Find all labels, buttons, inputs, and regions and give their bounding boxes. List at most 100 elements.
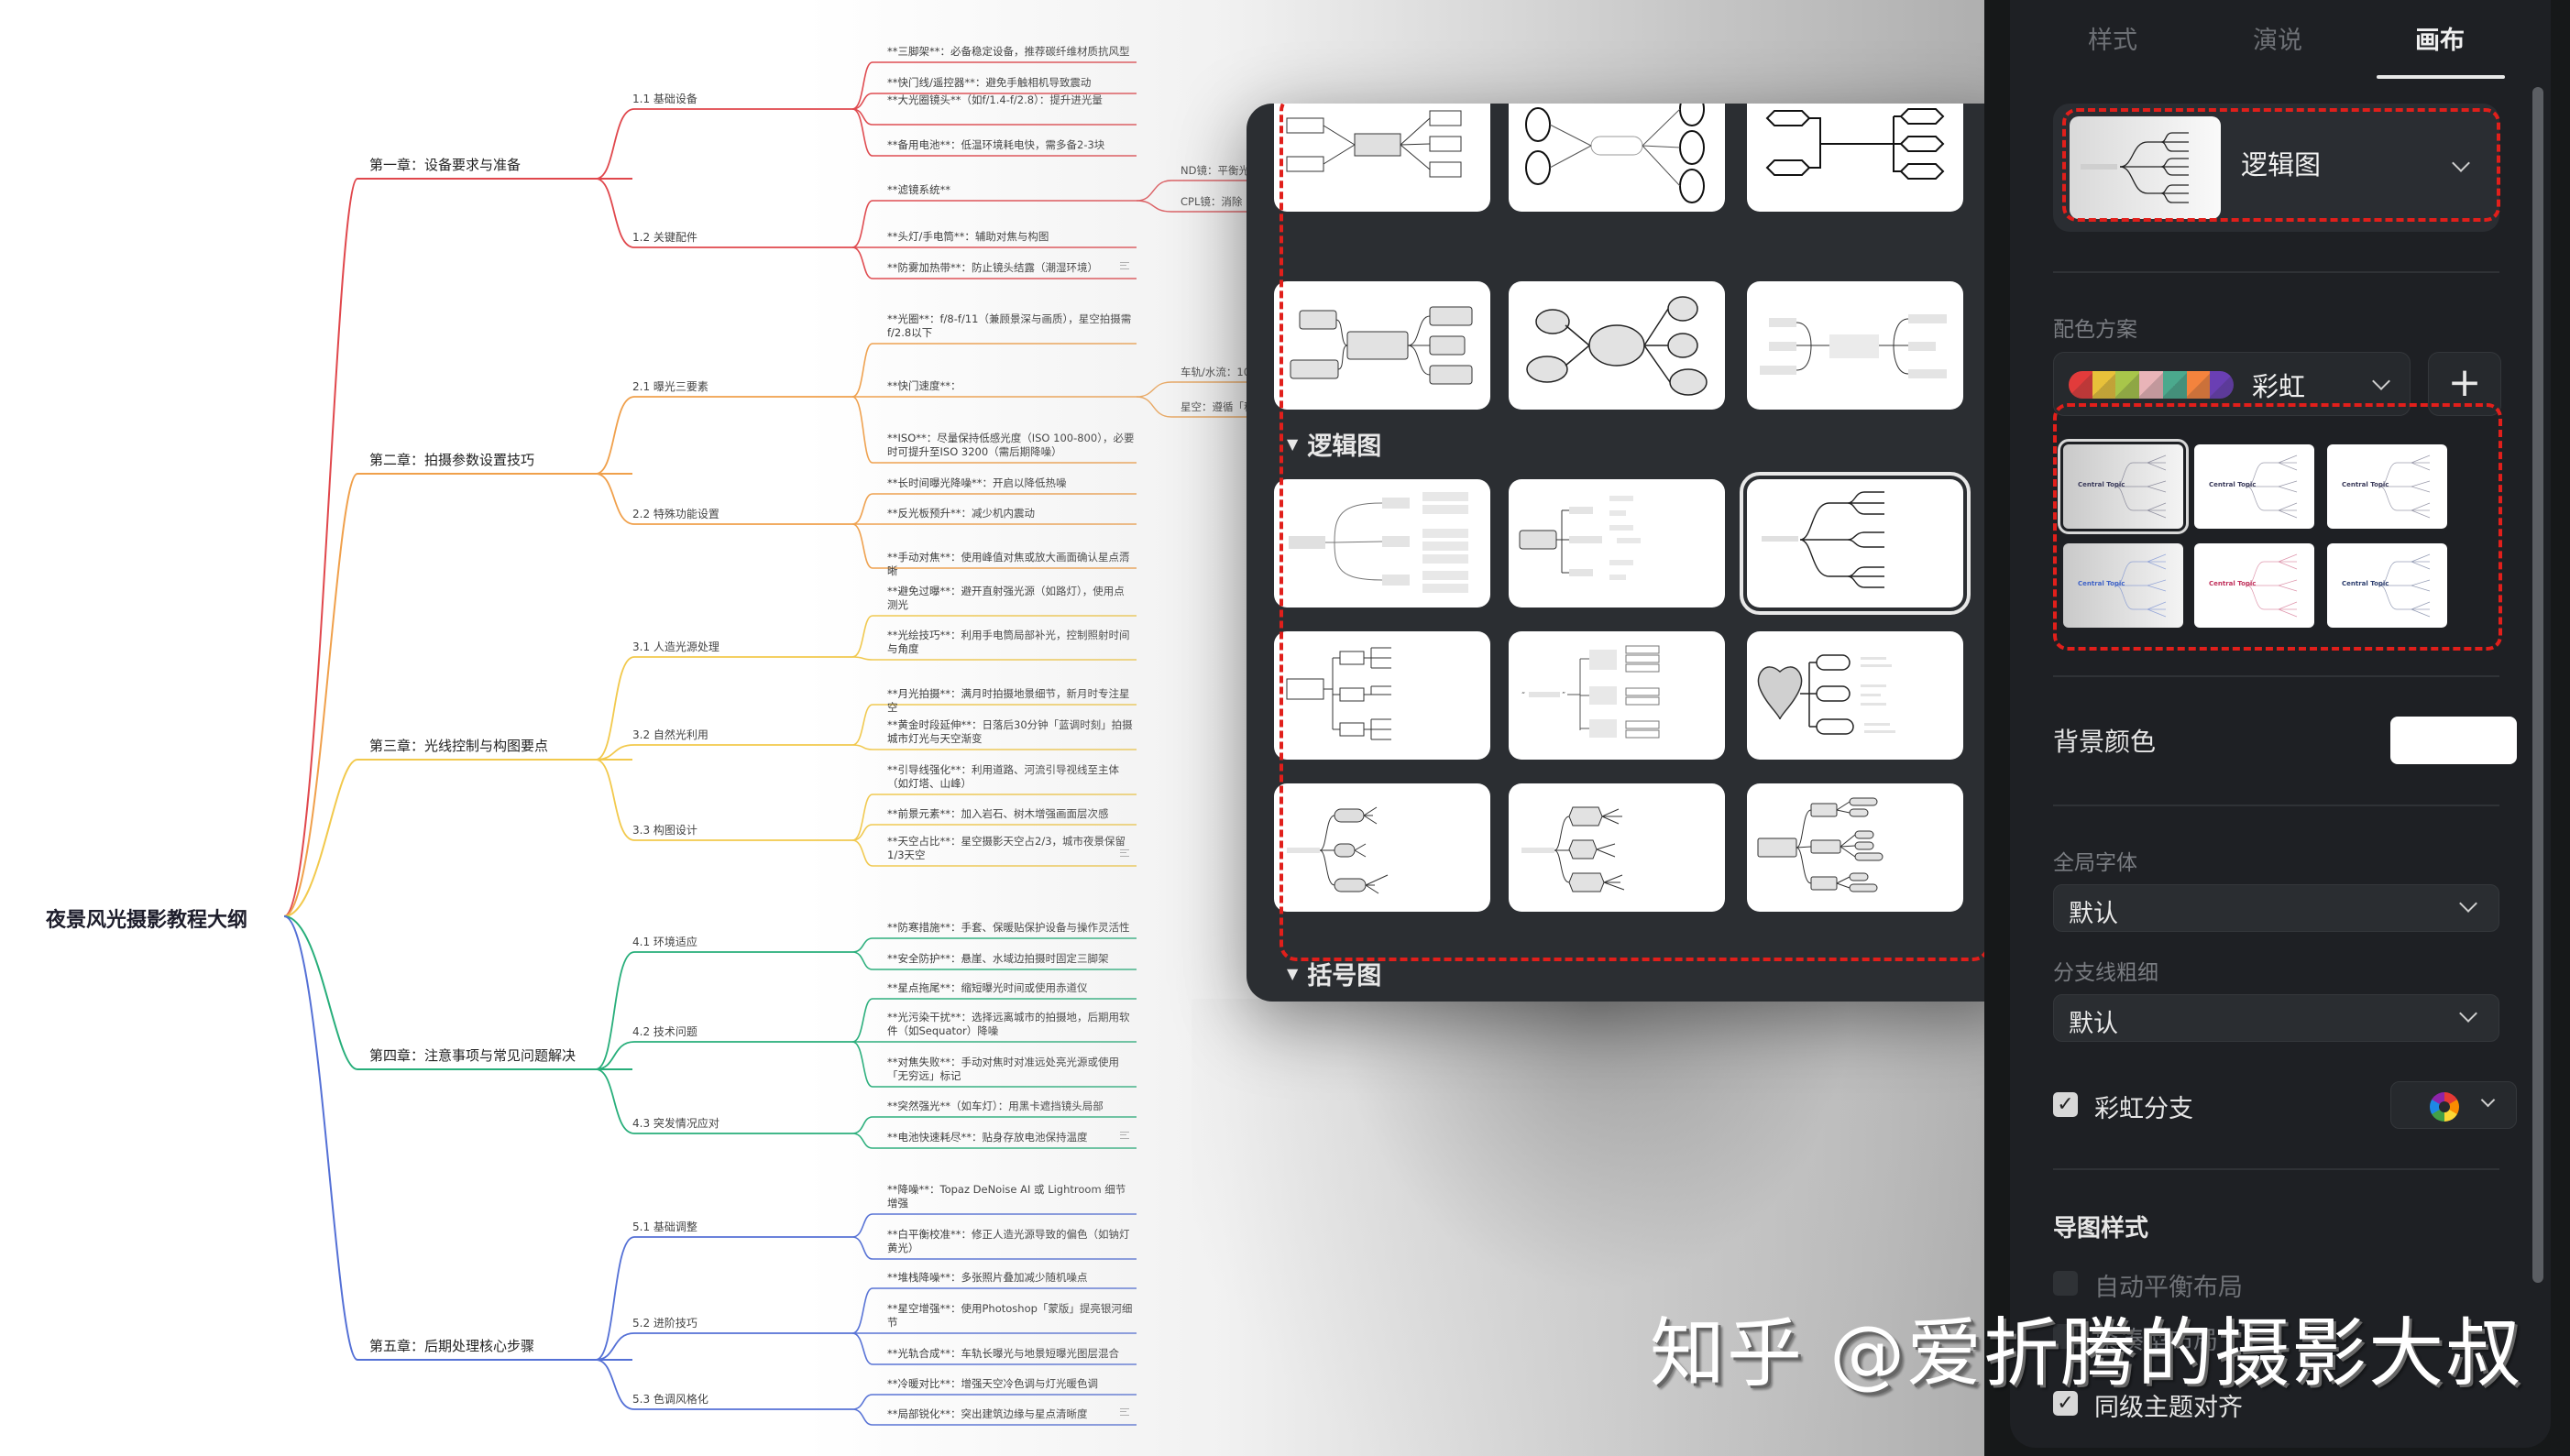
leaf-topic[interactable]: **月光拍摄**：满月时拍摄地景细节，新月时专注星空: [887, 687, 1130, 714]
global-font-select[interactable]: 默认: [2053, 884, 2499, 932]
leaf-topic[interactable]: **手动对焦**：使用峰值对焦或放大画面确认星点清晰: [887, 551, 1130, 577]
template-thumbnail[interactable]: [1509, 104, 1725, 212]
leaf-topic[interactable]: **突然强光**（如车灯）：用黑卡遮挡镜头局部: [887, 1100, 1104, 1112]
color-theme-option[interactable]: Central Topic: [2194, 444, 2314, 529]
leaf-topic[interactable]: **快门速度**：: [887, 379, 961, 392]
template-thumbnail[interactable]: [1747, 104, 1963, 212]
note-icon[interactable]: [1120, 552, 1129, 559]
leaf-topic[interactable]: **星空增强**：使用Photoshop「蒙版」提亮银河细节: [887, 1302, 1133, 1329]
leaf-topic[interactable]: **降噪**：Topaz DeNoise AI 或 Lightroom 细节增强: [887, 1183, 1126, 1210]
leaf-topic[interactable]: **星点拖尾**：缩短曝光时间或使用赤道仪: [887, 981, 1088, 994]
leaf-topic[interactable]: **三脚架**：必备稳定设备，推荐碳纤维材质抗风型: [887, 45, 1130, 58]
background-color-swatch[interactable]: [2390, 717, 2517, 764]
section-topic[interactable]: 4.1 环境适应: [632, 936, 697, 948]
leaf-topic[interactable]: **天空占比**：星空摄影天空占2/3，城市夜景保留1/3天空: [887, 835, 1126, 861]
template-thumbnail[interactable]: [1747, 631, 1963, 760]
leaf-topic[interactable]: **快门线/遥控器**：避免手触相机导致震动: [887, 76, 1092, 89]
root-topic[interactable]: 夜景风光摄影教程大纲: [46, 909, 248, 932]
leaf-topic[interactable]: **头灯/手电筒**：辅助对焦与构图: [887, 230, 1049, 243]
section-header-logic-chart[interactable]: ▼ 逻辑图: [1287, 426, 1381, 462]
note-icon[interactable]: [1120, 1132, 1129, 1139]
section-topic[interactable]: 3.1 人造光源处理: [632, 640, 719, 653]
chapter-topic[interactable]: 第四章：注意事项与常见问题解决: [369, 1047, 577, 1064]
section-topic[interactable]: 2.1 曝光三要素: [632, 380, 708, 393]
chapter-topic[interactable]: 第二章：拍摄参数设置技巧: [369, 452, 535, 468]
rainbow-branch-color-select[interactable]: [2390, 1081, 2517, 1129]
leaf-topic[interactable]: **避免过曝**：避开直射强光源（如路灯），使用点测光: [887, 585, 1125, 611]
leaf-topic[interactable]: **大光圈镜头**（如f/1.4-f/2.8）：提升进光量: [887, 93, 1103, 106]
chapter-topic[interactable]: 第三章：光线控制与构图要点: [369, 738, 549, 754]
note-icon[interactable]: [1120, 262, 1129, 269]
section-header-bracket-chart[interactable]: ▼ 括号图: [1287, 956, 1381, 991]
color-theme-option[interactable]: Central Topic: [2058, 439, 2189, 534]
rainbow-branch-checkbox[interactable]: ✓: [2053, 1092, 2078, 1117]
section-topic[interactable]: 1.2 关键配件: [632, 231, 697, 244]
leaf-topic[interactable]: **安全防护**：悬崖、水域边拍摄时固定三脚架: [887, 952, 1109, 965]
sidebar-scrollbar[interactable]: [2532, 87, 2543, 1283]
section-topic[interactable]: 5.3 色调风格化: [632, 1393, 708, 1406]
section-topic[interactable]: 1.1 基础设备: [632, 93, 697, 105]
template-thumbnail[interactable]: [1747, 783, 1963, 912]
template-thumbnail[interactable]: [1509, 281, 1725, 410]
template-thumbnail[interactable]: [1747, 281, 1963, 410]
leaf-topic[interactable]: **光轨合成**：车轨长曝光与地景短曝光图层混合: [887, 1347, 1119, 1360]
tab-presentation[interactable]: 演说: [2253, 27, 2302, 55]
leaf-topic[interactable]: **滤镜系统**: [887, 183, 950, 196]
template-thumbnail[interactable]: [1509, 479, 1725, 608]
leaf-topic[interactable]: **光圈**：f/8-f/11（兼顾景深与画质），星空拍摄需f/2.8以下: [887, 312, 1132, 339]
compact-layout-label: 紧凑型布局: [2094, 1327, 2218, 1355]
color-theme-option[interactable]: Central Topic: [2194, 543, 2314, 628]
color-theme-option[interactable]: Central Topic: [2327, 543, 2447, 628]
align-siblings-checkbox[interactable]: ✓: [2053, 1391, 2078, 1416]
template-thumbnail[interactable]: [1274, 479, 1490, 608]
sidebar-tabs: 样式 演说 画布: [2010, 0, 2551, 82]
section-topic[interactable]: 2.2 特殊功能设置: [632, 508, 719, 520]
tab-style[interactable]: 样式: [2088, 27, 2137, 55]
central-topic-label: Central Topic: [2342, 580, 2389, 587]
template-thumbnail[interactable]: [1740, 472, 1971, 615]
leaf-topic[interactable]: **引导线强化**：利用道路、河流引导视线至主体（如灯塔、山峰）: [887, 763, 1119, 790]
leaf-topic[interactable]: **堆栈降噪**：多张照片叠加减少随机噪点: [887, 1271, 1088, 1284]
template-thumbnail[interactable]: “”: [1509, 631, 1725, 760]
leaf-topic[interactable]: **对焦失败**：手动对焦时对准远处亮光源或使用「无穷远」标记: [887, 1056, 1119, 1082]
note-icon[interactable]: [1120, 849, 1129, 857]
central-topic-label: Central Topic: [2078, 580, 2125, 587]
leaf-topic[interactable]: **黄金时段延伸**：日落后30分钟「蓝调时刻」拍摄城市灯光与天空渐变: [887, 718, 1133, 745]
leaf-topic[interactable]: **光绘技巧**：利用手电筒局部补光，控制照射时间与角度: [887, 629, 1130, 655]
color-theme-option[interactable]: Central Topic: [2063, 543, 2183, 628]
color-theme-grid: Central Topic Central Topic Central Topi…: [2049, 403, 2508, 651]
leaf-topic[interactable]: **防寒措施**：手套、保暖贴保护设备与操作灵活性: [887, 921, 1130, 934]
leaf-topic[interactable]: **前景元素**：加入岩石、树木增强画面层次感: [887, 807, 1109, 820]
template-thumbnail[interactable]: [1274, 104, 1490, 212]
section-topic[interactable]: 3.3 构图设计: [632, 824, 697, 837]
divider: [2053, 675, 2499, 677]
leaf-topic[interactable]: **备用电池**：低温环境耗电快，需多备2-3块: [887, 138, 1105, 151]
section-topic[interactable]: 5.1 基础调整: [632, 1221, 697, 1233]
note-icon[interactable]: [1120, 1408, 1129, 1416]
section-topic[interactable]: 4.2 技术问题: [632, 1025, 697, 1038]
leaf-topic[interactable]: **冷暖对比**：增强天空冷色调与灯光暖色调: [887, 1377, 1098, 1390]
template-thumbnail[interactable]: [1274, 631, 1490, 760]
chapter-topic[interactable]: 第一章：设备要求与准备: [369, 157, 522, 173]
leaf-topic[interactable]: **长时间曝光降噪**：开启以降低热噪: [887, 476, 1067, 489]
tab-canvas[interactable]: 画布: [2415, 27, 2465, 55]
template-thumbnail[interactable]: [1509, 783, 1725, 912]
leaf-topic[interactable]: **反光板预升**：减少机内震动: [887, 507, 1035, 520]
compact-layout-checkbox[interactable]: [2053, 1324, 2078, 1349]
section-topic[interactable]: 3.2 自然光利用: [632, 728, 708, 741]
leaf-topic[interactable]: **白平衡校准**：修正人造光源导致的偏色（如钠灯黄光）: [887, 1228, 1130, 1254]
chapter-topic[interactable]: 第五章：后期处理核心步骤: [369, 1338, 535, 1354]
auto-balance-checkbox[interactable]: [2053, 1271, 2078, 1296]
section-topic[interactable]: 4.3 突发情况应对: [632, 1117, 719, 1130]
template-thumbnail[interactable]: [1274, 783, 1490, 912]
template-thumbnail[interactable]: [1274, 281, 1490, 410]
section-topic[interactable]: 5.2 进阶技巧: [632, 1317, 697, 1330]
leaf-topic[interactable]: **ISO**：尽量保持低感光度（ISO 100-800），必要时可提升至ISO…: [887, 432, 1135, 458]
leaf-topic[interactable]: **防雾加热带**：防止镜头结露（潮湿环境）: [887, 261, 1098, 274]
leaf-topic[interactable]: **电池快速耗尽**：贴身存放电池保持温度: [887, 1131, 1088, 1144]
branch-width-select[interactable]: 默认: [2053, 994, 2499, 1042]
leaf-topic[interactable]: **光污染干扰**：选择远离城市的拍摄地，后期用软件（如Sequator）降噪: [887, 1011, 1130, 1037]
leaf-topic[interactable]: **局部锐化**：突出建筑边缘与星点清晰度: [887, 1407, 1088, 1420]
structure-select[interactable]: 逻辑图: [2053, 104, 2499, 232]
color-theme-option[interactable]: Central Topic: [2327, 444, 2447, 529]
